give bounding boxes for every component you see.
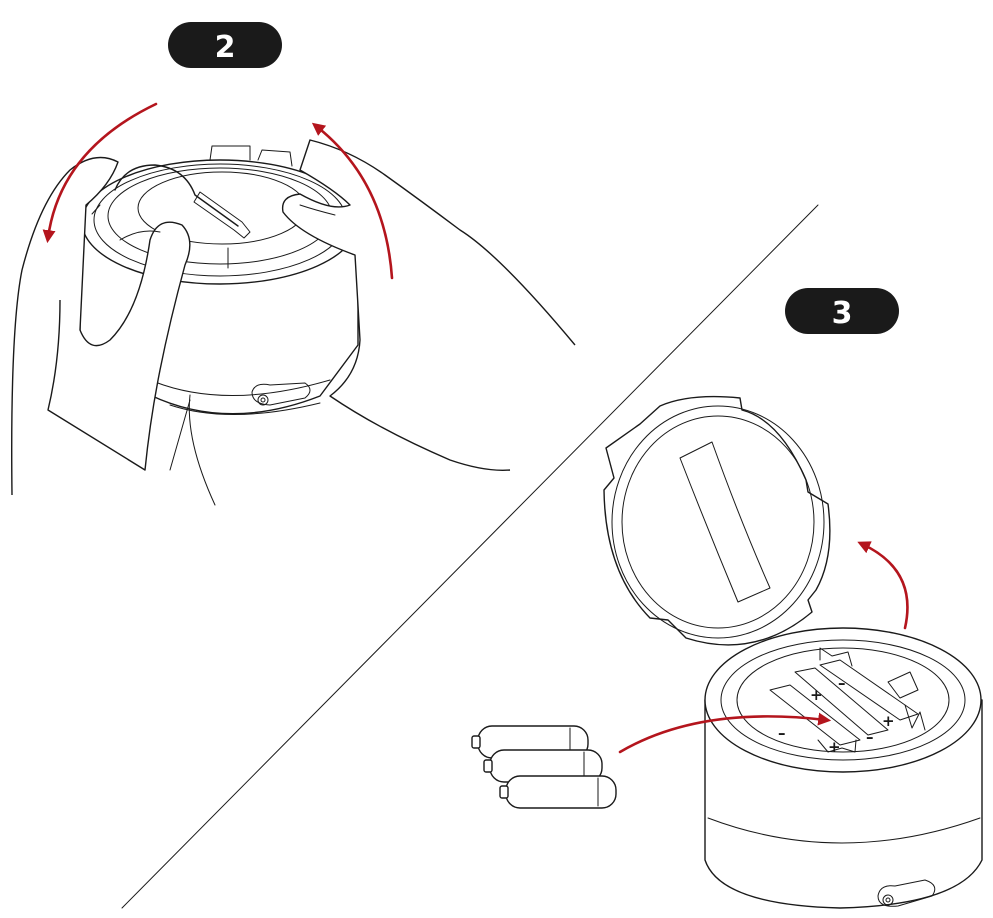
- removed-lid: [603, 395, 831, 646]
- polarity-minus-1: –: [838, 674, 846, 692]
- step-3-badge: 3: [785, 288, 899, 334]
- step-3-number: 3: [832, 296, 853, 331]
- step-2-illustration: [11, 102, 576, 506]
- polarity-plus-1: +: [810, 686, 823, 704]
- lid-battery-groove: [679, 441, 771, 603]
- right-hand: [281, 139, 576, 471]
- speaker-open: + – – + + –: [704, 627, 983, 909]
- insert-batteries-arrow: [618, 712, 832, 754]
- battery-icon: [499, 775, 617, 809]
- rotate-arrow-right: [311, 122, 394, 280]
- rotate-arrow-left: [42, 102, 158, 244]
- left-hand: [11, 156, 191, 496]
- battery-compartment: [769, 647, 926, 753]
- step-2-number: 2: [215, 30, 236, 65]
- step-divider: [121, 204, 819, 909]
- batteries: [471, 725, 617, 809]
- power-button-icon: [877, 879, 936, 907]
- polarity-plus-3: +: [828, 738, 841, 756]
- polarity-plus-2: +: [882, 712, 895, 730]
- polarity-minus-2: –: [778, 724, 786, 742]
- lift-lid-arrow: [857, 541, 909, 630]
- polarity-minus-3: –: [866, 728, 874, 746]
- power-button-icon: [251, 382, 311, 406]
- step-2-badge: 2: [168, 22, 282, 68]
- audio-cable: [114, 164, 239, 227]
